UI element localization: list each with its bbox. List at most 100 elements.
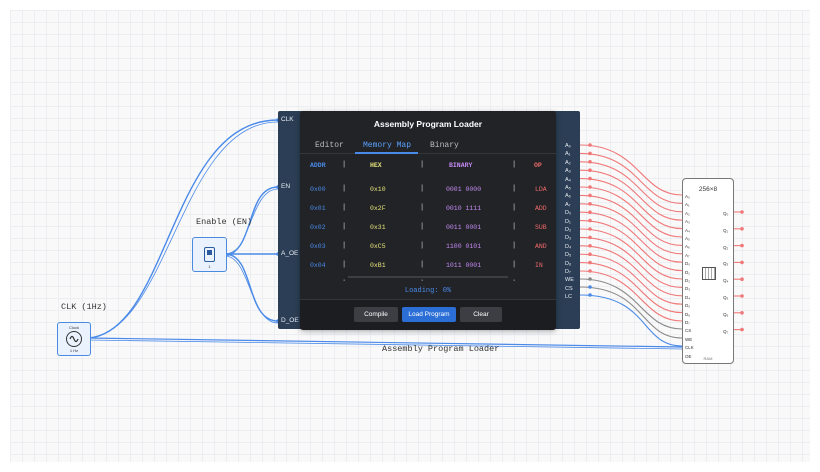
ram-input-pin[interactable]: D₃ — [685, 286, 691, 292]
clear-button[interactable]: Clear — [460, 307, 502, 322]
chip-output-pin[interactable]: A₅ — [565, 185, 571, 191]
ram-input-pin[interactable]: A₄ — [685, 227, 690, 233]
tab-binary[interactable]: Binary — [430, 141, 459, 150]
chip-output-pin[interactable]: A₂ — [565, 159, 571, 166]
chip-output-pin[interactable]: D₁ — [565, 218, 571, 225]
wire-bus-line[interactable] — [579, 211, 683, 263]
row-addr: 0x03 — [310, 243, 326, 250]
tab-memory-map[interactable]: Memory Map — [363, 141, 412, 150]
clock-component[interactable]: Clock 1 Hz — [57, 322, 91, 356]
wire-bus-line[interactable] — [579, 144, 683, 196]
ram-input-pin[interactable]: A₆ — [685, 244, 690, 250]
ram-input-pin[interactable]: D₇ — [685, 320, 690, 325]
row-binary: 0001 0000 — [446, 186, 482, 193]
wire-bus-line[interactable] — [579, 152, 683, 204]
pin-a-oe[interactable]: A_OE — [281, 250, 299, 257]
pin-d-oe[interactable]: D_OE — [281, 317, 299, 324]
ram-output-pin[interactable]: Q₁ — [723, 227, 729, 233]
chip-output-pin[interactable]: A₃ — [565, 168, 571, 175]
wire-bus-line[interactable] — [579, 245, 683, 297]
chip-output-pin[interactable]: WE — [565, 277, 574, 284]
wire-bus-line[interactable] — [579, 186, 683, 238]
wire-enable-d-oe[interactable] — [224, 255, 279, 324]
wire-bus-line[interactable] — [579, 228, 683, 280]
wire-bus-line[interactable] — [579, 161, 683, 213]
wire-bus-line[interactable] — [579, 169, 683, 221]
ram-input-pin[interactable]: CS — [685, 328, 692, 334]
wire-we[interactable] — [579, 278, 683, 330]
ram-input-pin[interactable]: WE — [685, 336, 693, 342]
chip-output-pin[interactable]: D₄ — [565, 243, 572, 250]
chip-output-pin[interactable]: A₄ — [565, 176, 571, 183]
ram-output-pin[interactable]: Q₅ — [723, 295, 729, 300]
wire-enable-d-oe[interactable] — [224, 253, 279, 322]
tab-divider — [300, 153, 556, 154]
chip-output-pin[interactable]: D₇ — [565, 269, 571, 275]
wire-clock-ram[interactable] — [88, 337, 683, 348]
wire-clock-ram[interactable] — [88, 339, 683, 350]
wire-enable-en[interactable] — [224, 188, 279, 257]
pin-clk[interactable]: CLK — [281, 116, 294, 123]
wire-clock-clk[interactable] — [88, 119, 279, 339]
ram-output-pin[interactable]: Q₂ — [723, 244, 729, 250]
ram-input-pin[interactable]: D₀ — [685, 261, 691, 267]
wire-lc[interactable] — [579, 294, 683, 347]
row-op: SUB — [535, 224, 547, 231]
wire-bus-line[interactable] — [579, 194, 683, 246]
chip-output-pin[interactable]: D₂ — [565, 227, 572, 233]
col-op: OP — [534, 162, 542, 169]
ram-output-pin[interactable]: Q₇ — [723, 328, 729, 334]
ram-input-pin[interactable]: D₁ — [685, 269, 690, 275]
wire-enable-en[interactable] — [224, 186, 279, 255]
wire-clock-clk[interactable] — [88, 121, 279, 339]
ram-input-pin[interactable]: A₅ — [685, 236, 690, 241]
wire-bus-line[interactable] — [579, 178, 683, 230]
wire-cs[interactable] — [579, 286, 683, 339]
tab-editor[interactable]: Editor — [315, 141, 344, 150]
wire-endpoint — [588, 176, 592, 181]
chip-output-pin[interactable]: D₃ — [565, 235, 572, 242]
chip-output-pin[interactable]: CS — [565, 285, 573, 292]
wire-endpoint — [588, 193, 592, 198]
wire-bus-line[interactable] — [579, 236, 683, 288]
ram-input-pin[interactable]: D₄ — [685, 294, 691, 300]
ram-output-pin[interactable]: Q₄ — [723, 278, 729, 284]
enable-switch[interactable]: 1 — [192, 237, 227, 272]
chip-output-pin[interactable]: A₇ — [565, 201, 571, 208]
chip-output-pin[interactable]: A₀ — [565, 143, 571, 149]
wire-bus-line[interactable] — [579, 270, 683, 322]
ram-input-pin[interactable]: A₁ — [685, 202, 690, 208]
ram-input-pin[interactable]: D₅ — [685, 303, 691, 309]
chip-output-pin[interactable]: A₁ — [565, 151, 571, 158]
chip-output-pin[interactable]: D₀ — [565, 210, 572, 217]
wire-bus-line[interactable] — [579, 253, 683, 305]
ram-output-pin[interactable]: Q₃ — [723, 261, 729, 267]
compile-button[interactable]: Compile — [354, 307, 398, 322]
ram-input-pin[interactable]: D₆ — [685, 311, 691, 317]
table-row[interactable]: 0x050xB01011 0000IN||| — [300, 275, 556, 281]
ram-input-pin[interactable]: A₃ — [685, 219, 690, 225]
chip-output-pin[interactable]: D₆ — [565, 260, 572, 267]
wire-bus-line[interactable] — [579, 262, 683, 314]
ram-input-pin[interactable]: A₇ — [685, 252, 690, 258]
chip-output-pin[interactable]: LC — [565, 294, 573, 301]
ram-input-pin[interactable]: OE — [685, 353, 692, 359]
chip-output-pin[interactable]: D₅ — [565, 252, 572, 259]
load-program-button[interactable]: Load Program — [402, 307, 456, 322]
ram-input-pin[interactable]: A₀ — [685, 194, 690, 199]
ram-output-pin[interactable]: Q₆ — [723, 311, 729, 317]
wire-bus-line[interactable] — [579, 203, 683, 255]
ram-input-pin[interactable]: CLK — [685, 345, 694, 351]
ram-input-pin[interactable]: A₂ — [685, 210, 690, 216]
pin-en[interactable]: EN — [281, 183, 291, 190]
chip-output-pin[interactable]: A₆ — [565, 193, 571, 200]
wire-bus-line[interactable] — [579, 220, 683, 272]
ram-input-pin[interactable]: D₂ — [685, 278, 690, 283]
ram-output-pin[interactable]: Q₀ — [723, 211, 729, 216]
